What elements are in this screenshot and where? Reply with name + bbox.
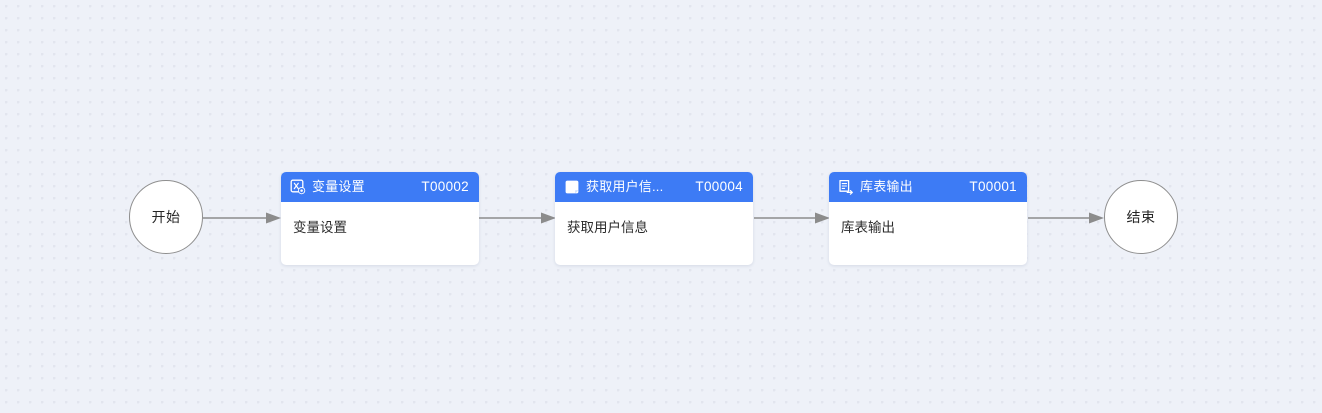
- document-icon: [564, 179, 580, 195]
- variable-settings-icon: [290, 179, 306, 195]
- task-node-body: 库表输出: [829, 202, 1027, 265]
- start-node[interactable]: 开始: [129, 180, 203, 254]
- arrow-icon: [203, 212, 281, 224]
- task-node-body: 获取用户信息: [555, 202, 753, 265]
- task-node-header: 库表输出 T00001: [829, 172, 1027, 202]
- task-node-code: T00004: [695, 179, 743, 194]
- task-node-code: T00001: [969, 179, 1017, 194]
- task-node-T00002[interactable]: 变量设置 T00002 变量设置: [281, 172, 479, 265]
- arrow-icon: [1028, 212, 1104, 224]
- start-node-label: 开始: [151, 209, 181, 225]
- arrow-icon: [754, 212, 830, 224]
- task-node-header: 变量设置 T00002: [281, 172, 479, 202]
- connector-node1-to-node2: [479, 211, 556, 225]
- task-node-body: 变量设置: [281, 202, 479, 265]
- connector-node2-to-node3: [754, 211, 830, 225]
- task-node-body-text: 变量设置: [293, 220, 347, 235]
- end-node[interactable]: 结束: [1104, 180, 1178, 254]
- task-node-header: 获取用户信... T00004: [555, 172, 753, 202]
- table-output-icon: [838, 179, 854, 195]
- task-node-title: 库表输出: [860, 179, 913, 194]
- task-node-T00001[interactable]: 库表输出 T00001 库表输出: [829, 172, 1027, 265]
- task-node-T00004[interactable]: 获取用户信... T00004 获取用户信息: [555, 172, 753, 265]
- end-node-label: 结束: [1126, 209, 1156, 225]
- task-node-body-text: 获取用户信息: [567, 220, 648, 235]
- connector-node3-to-end: [1028, 211, 1104, 225]
- arrow-icon: [479, 212, 556, 224]
- connector-start-to-node1: [203, 211, 281, 225]
- task-node-title: 变量设置: [312, 179, 365, 194]
- task-node-body-text: 库表输出: [841, 220, 895, 235]
- task-node-code: T00002: [421, 179, 469, 194]
- task-node-title: 获取用户信...: [586, 179, 664, 194]
